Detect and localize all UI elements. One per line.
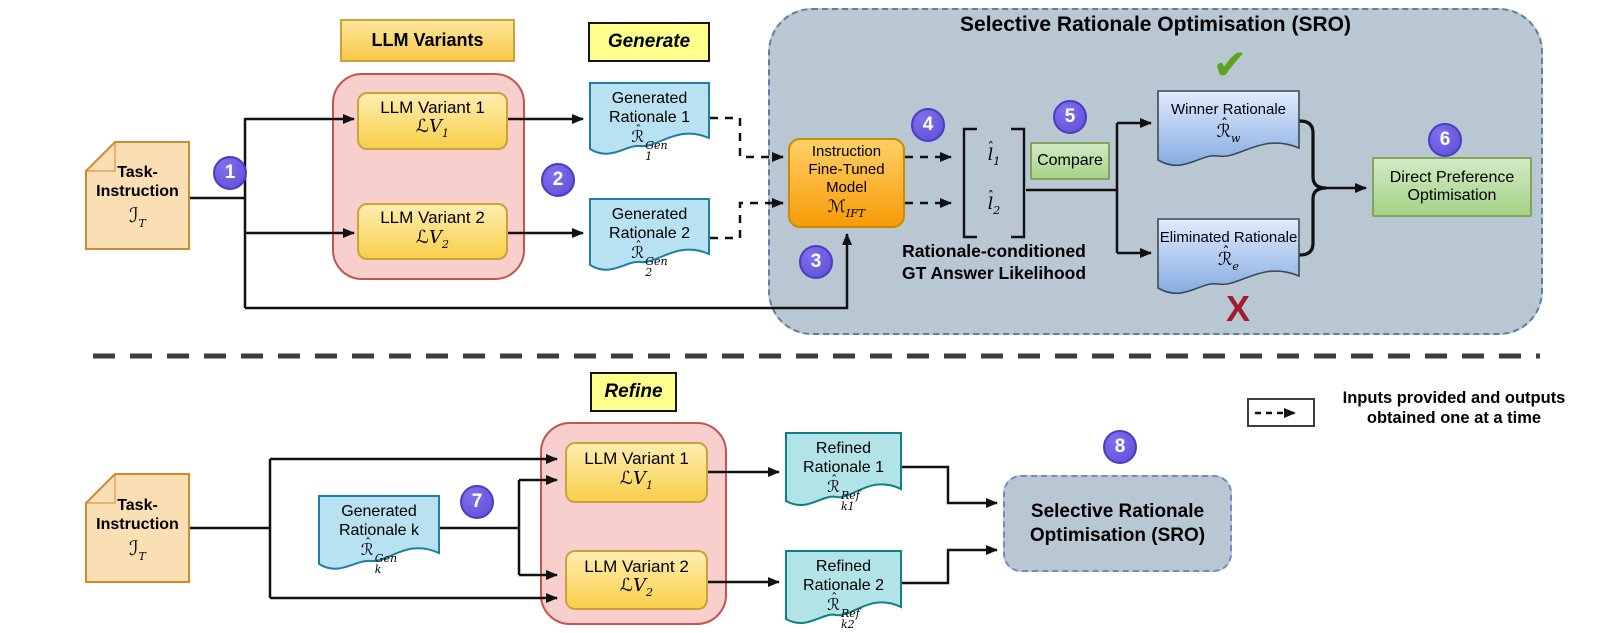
connector-ref1-to-sro <box>902 465 998 508</box>
connector-ref2-to-sro <box>902 545 998 585</box>
ref1-math: ℛRefk1 <box>785 477 902 512</box>
likelihood-l2: l2 <box>972 189 1016 225</box>
mift-math: ℳIFT <box>827 196 866 220</box>
llm-variant-1-math: ℒV1 <box>416 116 449 141</box>
step-badge-2: 2 <box>541 163 575 197</box>
ref2-line2: Rationale 2 <box>803 577 884 594</box>
step-badge-6: 6 <box>1428 123 1462 157</box>
eliminated-math: ℛe <box>1157 250 1300 277</box>
mift-line1: Instruction <box>811 142 882 160</box>
genk-line2: Rationale k <box>338 522 420 539</box>
llm-variants-title: LLM Variants <box>340 19 515 62</box>
ref1-line2: Rationale 1 <box>803 459 884 476</box>
legend-key-box <box>1247 398 1315 427</box>
dpo-line2: Optimisation <box>1407 187 1497 204</box>
gen1-line1: Generated <box>611 90 688 107</box>
dashed-arrow-icon <box>1255 408 1296 418</box>
gen1-math: ℛGen1 <box>589 127 710 162</box>
ref2-math: ℛRefk2 <box>785 595 902 630</box>
task2-math: ℐT <box>129 536 146 563</box>
winner-label: Winner Rationale <box>1170 101 1287 118</box>
mift-line2: Fine-Tuned <box>808 160 885 178</box>
generate-title-text: Generate <box>607 31 691 53</box>
compare-label: Compare <box>1037 151 1103 169</box>
genk-math: ℛGenk <box>318 540 440 575</box>
llm-variant-2-label: LLM Variant 2 <box>380 208 485 228</box>
generate-phase-title: Generate <box>588 22 710 62</box>
dpo-line1: Direct Preference <box>1389 168 1515 186</box>
caption-line2: GT Answer Likelihood <box>901 263 1087 283</box>
winner-math: ℛw <box>1157 122 1300 149</box>
generated-rationale-1-doc: Generated Rationale 1 ℛGen1 <box>589 82 710 162</box>
likelihood-l1: l1 <box>972 140 1016 176</box>
step-badge-4: 4 <box>911 108 945 142</box>
task-label-line2: Instruction <box>96 183 179 200</box>
task2-label-line2: Instruction <box>96 516 179 533</box>
check-icon: ✔ <box>1212 41 1248 88</box>
likelihood-caption: Rationale-conditioned GT Answer Likeliho… <box>877 240 1111 284</box>
refined-rationale-1-doc: Refined Rationale 1 ℛRefk1 <box>785 432 902 513</box>
step-badge-7: 7 <box>460 485 494 519</box>
task-math: ℐT <box>129 203 146 230</box>
step-badge-8: 8 <box>1103 430 1137 464</box>
caption-line1: Rationale-conditioned <box>902 241 1086 261</box>
llm-variant-2b-label: LLM Variant 2 <box>584 556 689 576</box>
llm-variant-1-bottom: LLM Variant 1 ℒV1 <box>565 442 708 503</box>
mift-line3: Model <box>826 178 867 196</box>
note-shape <box>85 141 190 250</box>
refine-phase-title: Refine <box>590 372 677 412</box>
eliminated-label: Eliminated Rationale <box>1159 229 1298 246</box>
gen2-math: ℛGen2 <box>589 243 710 278</box>
refined-rationale-2-doc: Refined Rationale 2 ℛRefk2 <box>785 550 902 631</box>
generated-rationale-k-doc: Generated Rationale k ℛGenk <box>318 495 440 577</box>
legend-line1: Inputs provided and outputs <box>1342 389 1566 407</box>
refine-title-text: Refine <box>604 381 663 403</box>
sro-title: Selective Rationale Optimisation (SRO) <box>768 13 1543 37</box>
sro-box-line2: Optimisation (SRO) <box>1029 524 1206 546</box>
cross-icon: X <box>1225 288 1250 329</box>
task-instruction-node-bottom: Task- Instruction ℐT <box>85 473 190 583</box>
gen2-line2: Rationale 2 <box>609 225 690 242</box>
step-badge-3: 3 <box>799 245 833 279</box>
document-shape <box>785 550 902 625</box>
llm-variant-2-math: ℒV2 <box>416 226 449 251</box>
ref1-line1: Refined <box>815 440 872 457</box>
llm-variant-1-top: LLM Variant 1 ℒV1 <box>357 92 508 150</box>
llm-variants-title-text: LLM Variants <box>371 30 484 51</box>
llm-variant-2-top: LLM Variant 2 ℒV2 <box>357 203 508 260</box>
step-badge-5: 5 <box>1053 100 1087 134</box>
sro-summary-box: Selective Rationale Optimisation (SRO) <box>1003 475 1232 572</box>
ref2-line1: Refined <box>815 558 872 575</box>
llm-variant-1-label: LLM Variant 1 <box>380 97 485 117</box>
winner-rationale-doc: Winner Rationale ℛw <box>1157 90 1300 172</box>
gen2-line1: Generated <box>611 206 688 223</box>
sro-title-text: Selective Rationale Optimisation (SRO) <box>960 13 1351 36</box>
task-instruction-node-top: Task- Instruction ℐT <box>85 141 190 250</box>
task-label-line1: Task- <box>117 164 158 181</box>
eliminated-rationale-doc: Eliminated Rationale ℛe <box>1157 218 1300 300</box>
document-shape <box>785 432 902 507</box>
genk-line1: Generated <box>341 503 417 520</box>
sro-box-line1: Selective Rationale <box>1030 500 1205 522</box>
llm-variant-2-bottom: LLM Variant 2 ℒV2 <box>565 550 708 610</box>
legend-caption: Inputs provided and outputs obtained one… <box>1318 388 1590 428</box>
compare-box: Compare <box>1030 142 1110 180</box>
generated-rationale-2-doc: Generated Rationale 2 ℛGen2 <box>589 198 710 278</box>
llm-variant-2b-math: ℒV2 <box>620 575 653 600</box>
dpo-box: Direct Preference Optimisation <box>1372 157 1532 217</box>
gen1-line2: Rationale 1 <box>609 109 690 126</box>
task2-label-line1: Task- <box>117 497 158 514</box>
instruction-finetuned-model: Instruction Fine-Tuned Model ℳIFT <box>788 138 905 228</box>
llm-variant-1b-label: LLM Variant 1 <box>584 449 689 469</box>
llm-variant-1b-math: ℒV1 <box>620 467 653 492</box>
document-shape <box>318 495 440 570</box>
step-badge-1: 1 <box>213 156 247 190</box>
legend-line2: obtained one at a time <box>1366 409 1542 427</box>
